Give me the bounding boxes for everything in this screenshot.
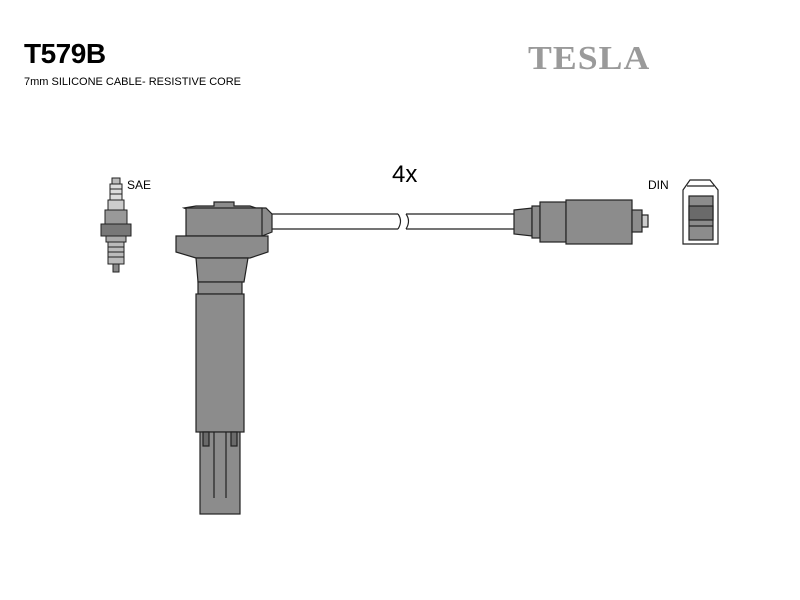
din-connector <box>513 199 649 245</box>
plug-boot <box>175 201 273 515</box>
din-terminal-icon <box>682 179 719 245</box>
brand-logo: TESLA <box>528 40 651 77</box>
sae-terminal-label: SAE <box>127 178 152 192</box>
ignition-cable <box>272 213 514 230</box>
quantity-label: 4x <box>392 161 418 188</box>
cable-description: 7mm SILICONE CABLE- RESISTIVE CORE <box>24 76 241 88</box>
part-number-title: T579B <box>24 38 106 69</box>
din-terminal-label: DIN <box>648 178 669 192</box>
spark-plug-icon <box>100 177 132 273</box>
